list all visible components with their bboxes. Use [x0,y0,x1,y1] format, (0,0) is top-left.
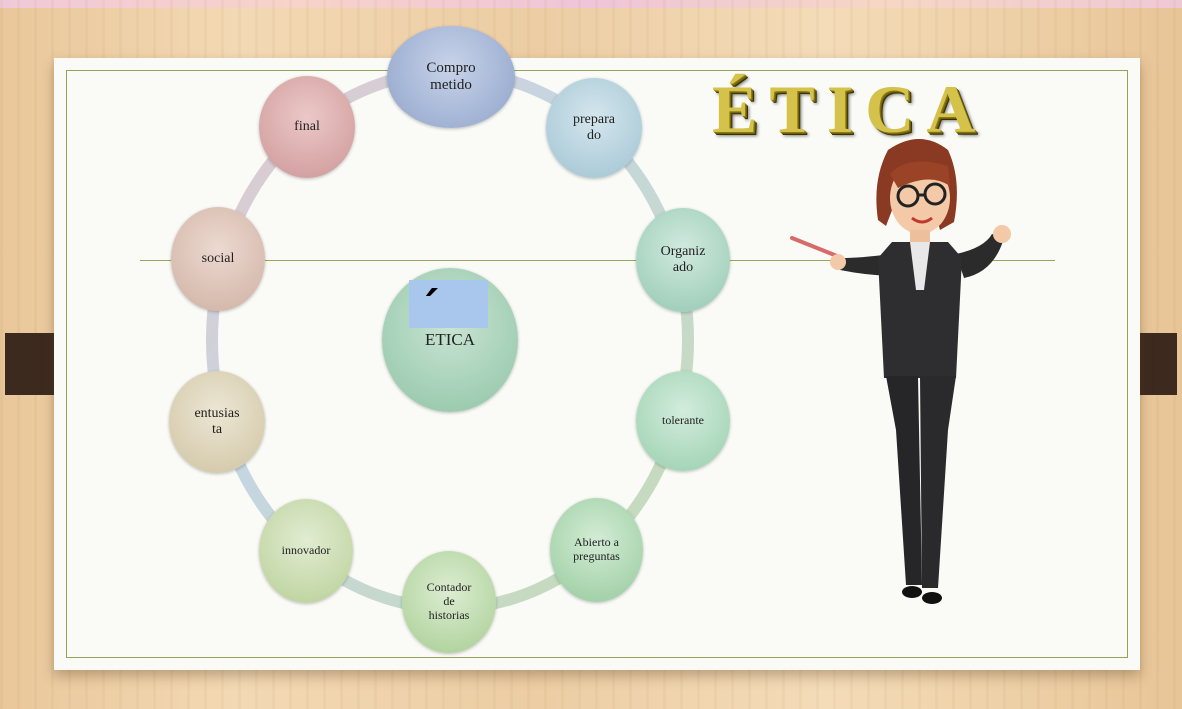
node-preparado: prepara do [546,78,642,178]
node-social: social [171,207,265,311]
node-entusiasta: entusias ta [169,371,265,473]
selection-highlight [409,280,488,328]
accent-mark: ´ [418,283,440,334]
node-organizado: Organiz ado [636,208,730,312]
node-contador-de-historias: Contador de historias [402,551,496,653]
node-final: final [259,76,355,178]
node-tolerante: tolerante [636,371,730,471]
slide-border [66,70,1128,658]
page-title: ÉTICA [712,71,988,147]
center-label: ETICA [424,330,476,349]
horizontal-rule [140,260,1055,261]
node-innovador: innovador [259,499,353,603]
businesswoman-icon [790,139,1011,604]
node-abierto-a-preguntas: Abierto a preguntas [550,498,643,602]
top-banner-strip [0,0,1182,8]
node-comprometido: Compro metido [387,26,515,128]
